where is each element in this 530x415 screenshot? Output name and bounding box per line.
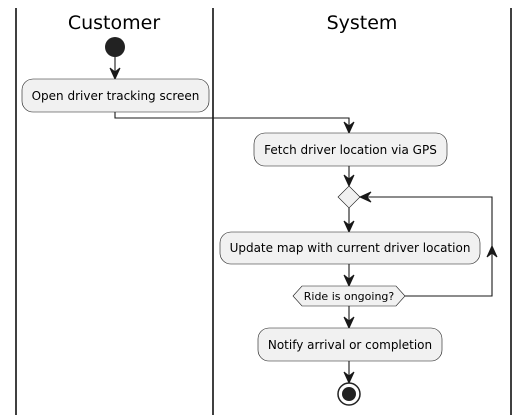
- action-open-tracking-screen-label: Open driver tracking screen: [32, 89, 200, 103]
- start-node: [105, 37, 125, 57]
- arrowhead-open: [109, 67, 121, 81]
- arrowhead-loop-merge: [358, 191, 372, 203]
- arrowhead-fetch: [343, 121, 355, 135]
- action-notify-arrival: [257, 327, 443, 362]
- arrowhead-stop: [343, 371, 355, 385]
- arrowhead-decision: [343, 274, 355, 288]
- action-fetch-driver-location-label: Fetch driver location via GPS: [264, 143, 437, 157]
- action-update-map: [219, 231, 481, 265]
- action-notify-arrival-label: Notify arrival or completion: [268, 338, 432, 352]
- merge-diamond: [337, 185, 361, 209]
- lane-title-system: System: [327, 12, 398, 34]
- arrowhead-loop-up: [486, 244, 498, 258]
- action-fetch-driver-location: [253, 132, 448, 167]
- decision-ride-ongoing: [292, 285, 406, 307]
- lane-title-customer: Customer: [68, 12, 160, 34]
- decision-ride-ongoing-label: Ride is ongoing?: [304, 290, 395, 303]
- action-update-map-label: Update map with current driver location: [230, 241, 471, 255]
- stop-node-inner: [342, 387, 356, 401]
- arrowhead-update: [343, 220, 355, 234]
- arrowhead-notify: [343, 316, 355, 330]
- flow-open-to-fetch: [114, 112, 350, 128]
- arrowhead-merge: [343, 174, 355, 188]
